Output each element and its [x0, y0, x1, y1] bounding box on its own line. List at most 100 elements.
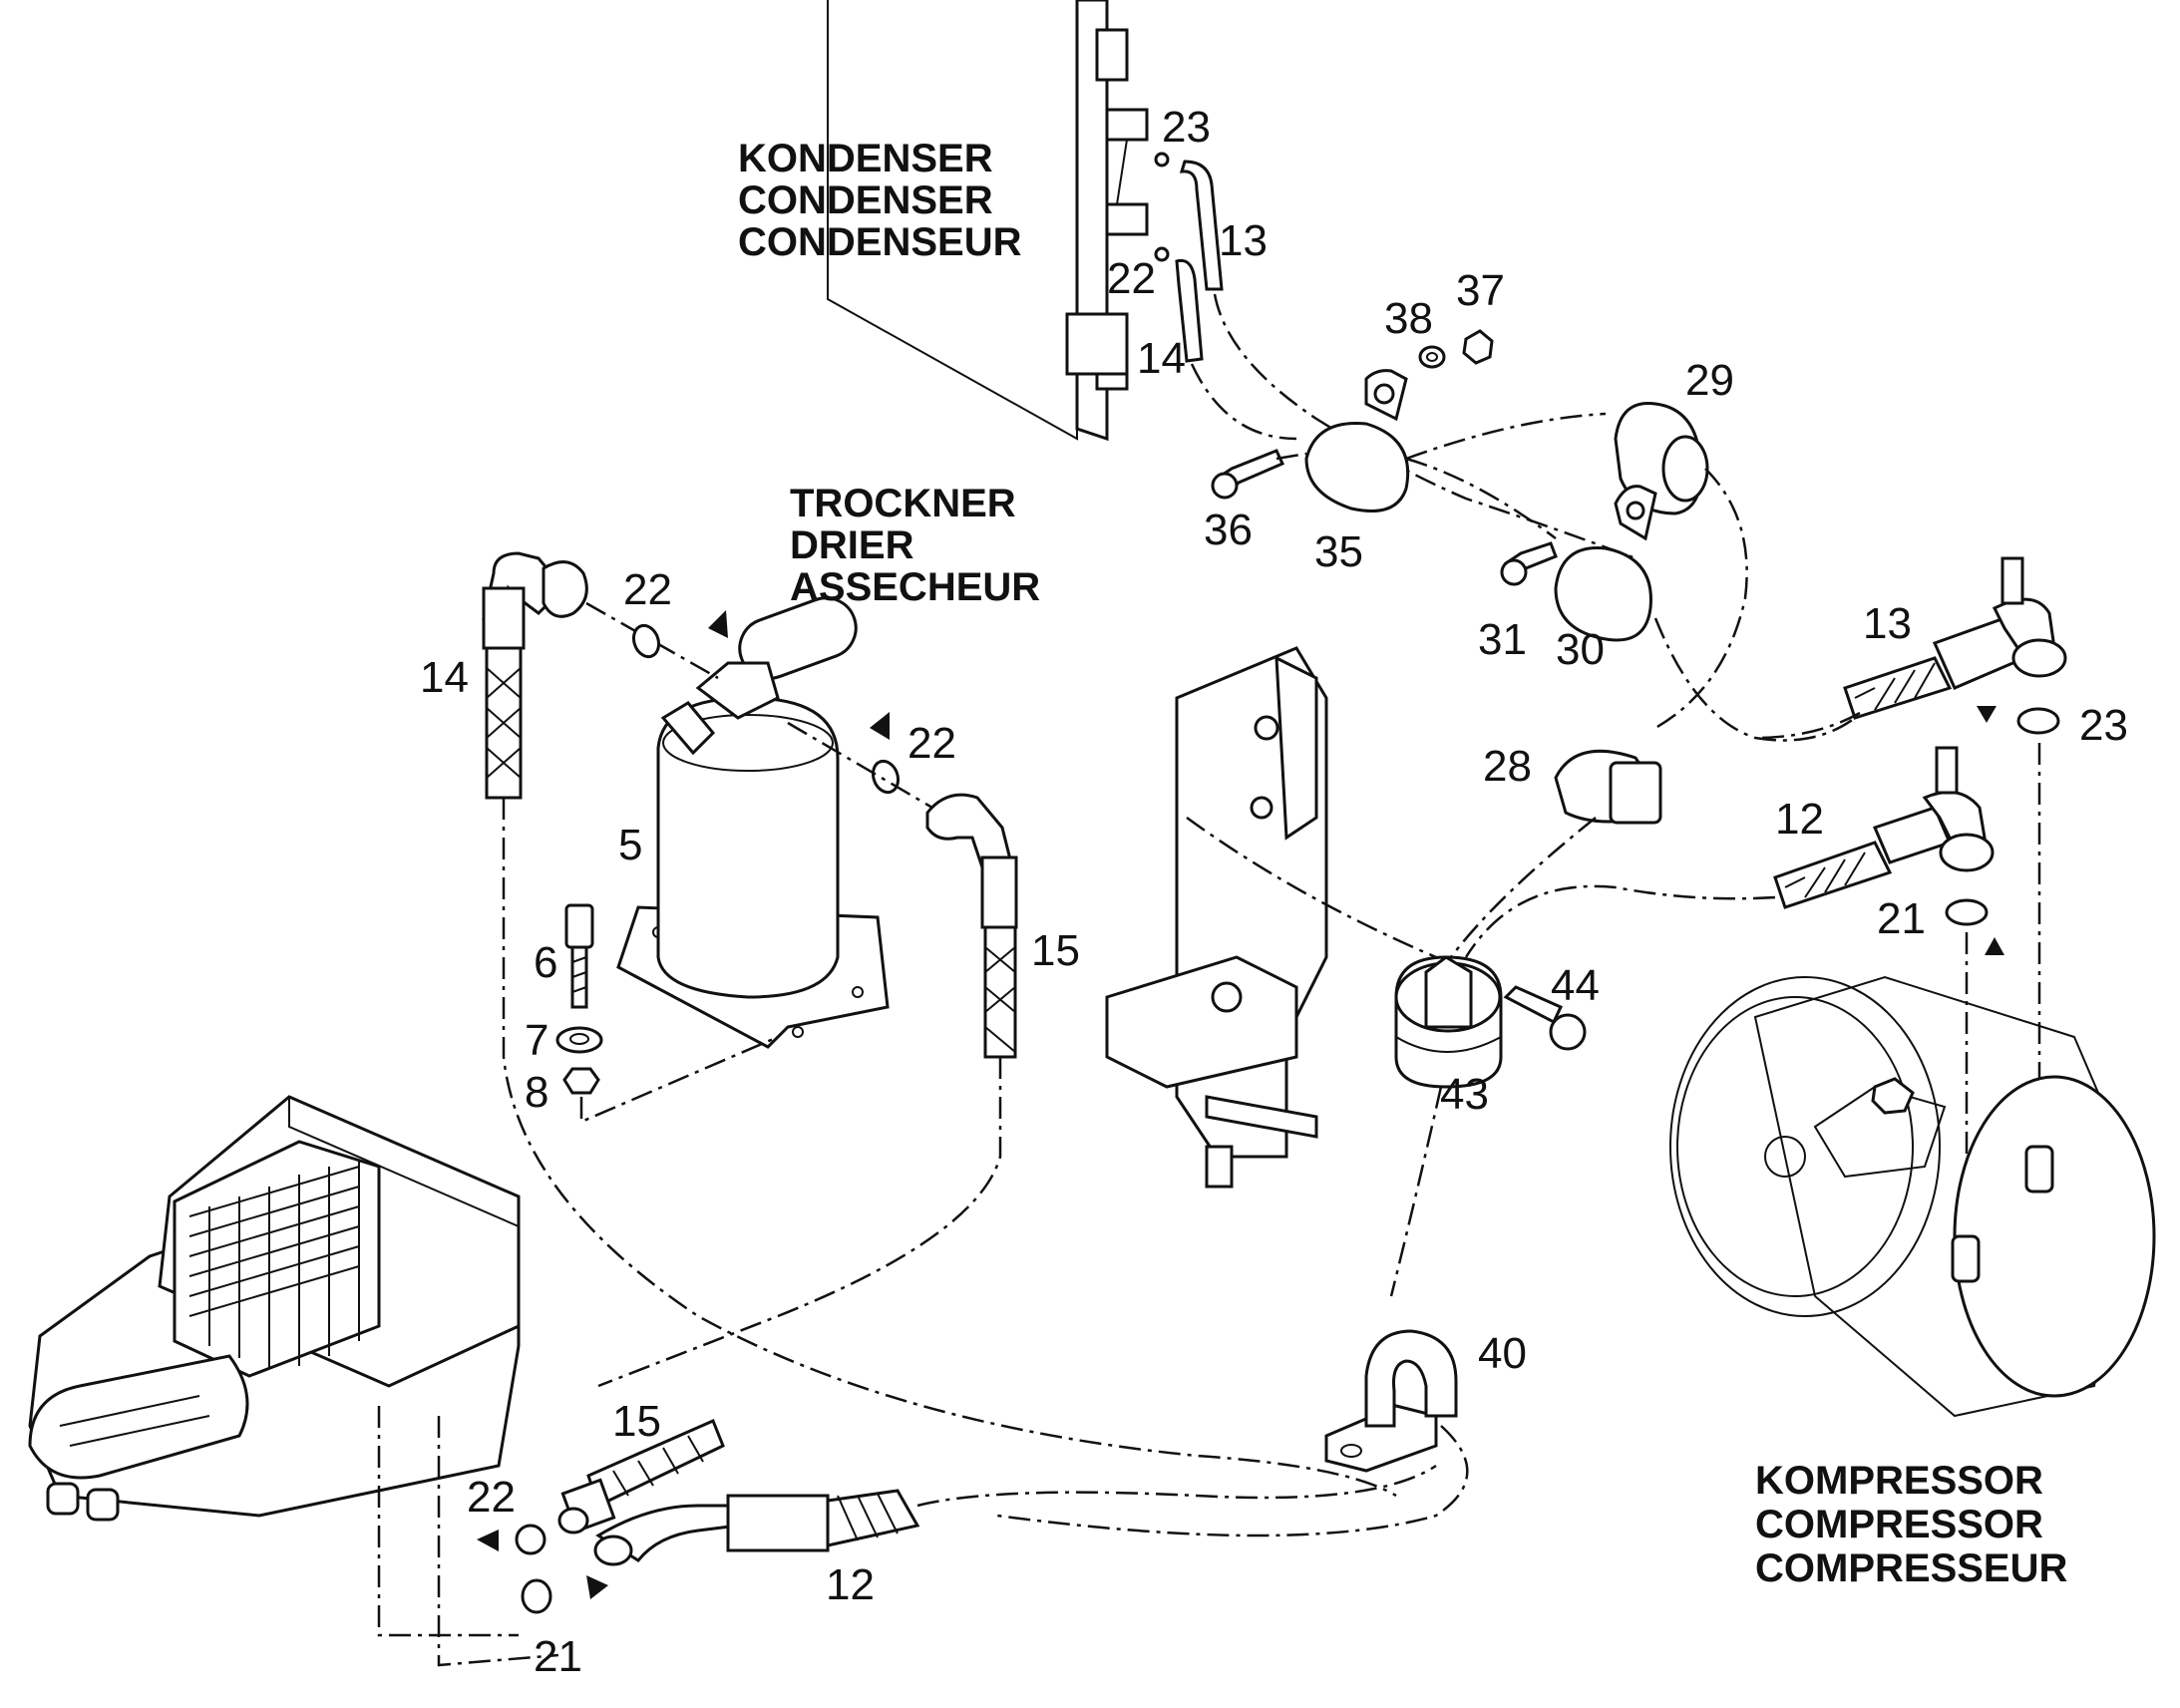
arrow-21-evap — [586, 1575, 608, 1599]
leader-15 — [597, 1057, 1002, 1388]
grommet-43 — [1394, 955, 1503, 1089]
label-29: 29 — [1685, 356, 1734, 405]
label-22-drier-b: 22 — [908, 719, 956, 768]
oring-22-drier-b — [871, 759, 901, 795]
nut-37 — [1462, 329, 1494, 365]
arrow-drier-b — [870, 712, 890, 740]
label-23-comp: 23 — [2079, 701, 2128, 750]
label-12-evap: 12 — [826, 1560, 875, 1609]
label-43: 43 — [1440, 1070, 1489, 1119]
bolt-44 — [1503, 985, 1587, 1051]
oring-22-drier-a — [631, 623, 661, 659]
leader-40 — [996, 1425, 1469, 1537]
clamp-35 — [1304, 369, 1410, 512]
label-40: 40 — [1478, 1329, 1527, 1378]
bolt-6 — [564, 903, 594, 1009]
compressor-title-fr: COMPRESSEUR — [1755, 1546, 2067, 1590]
hose-15-drier — [925, 793, 1018, 1059]
leader-12 — [1464, 884, 1776, 958]
condenser-title-de: KONDENSER — [738, 137, 993, 180]
label-15-evap: 15 — [612, 1397, 661, 1446]
label-15-drier: 15 — [1031, 926, 1080, 975]
compressor-title-en: COMPRESSOR — [1755, 1503, 2043, 1546]
leader-35 — [1405, 457, 1557, 540]
hose-14-upper — [1175, 258, 1204, 363]
leader-28 — [1450, 817, 1597, 958]
leader-22-drier-b — [787, 721, 933, 810]
leader-30 — [1653, 617, 1856, 742]
label-5: 5 — [618, 821, 642, 869]
label-7: 7 — [525, 1016, 548, 1065]
hose-13-upper — [1179, 160, 1224, 291]
washer-7 — [555, 1026, 603, 1054]
label-38: 38 — [1384, 294, 1433, 343]
hose-15-evaporator — [557, 1419, 725, 1535]
condenser-title-en: CONDENSER — [738, 178, 993, 222]
leader-35b — [1405, 412, 1607, 461]
leader-29 — [1654, 468, 1748, 730]
leader-36 — [1275, 452, 1307, 461]
hose-14-drier — [482, 551, 588, 800]
nut-8 — [562, 1067, 600, 1095]
label-22-drier-a: 22 — [623, 565, 672, 614]
label-44: 44 — [1551, 961, 1600, 1010]
label-23-top: 23 — [1162, 103, 1211, 152]
leader-13b — [1754, 711, 1861, 740]
drier-title: TROCKNER DRIER ASSECHEUR — [790, 482, 1040, 609]
leader-6-8 — [579, 1035, 779, 1124]
leader-bracket — [1186, 816, 1437, 959]
drier-title-en: DRIER — [790, 523, 914, 567]
clamp-40 — [1324, 1329, 1458, 1473]
condenser-title: KONDENSER CONDENSER CONDENSEUR — [738, 137, 1022, 264]
compressor-unit — [1669, 975, 2156, 1418]
hose-12-evaporator — [593, 1489, 920, 1566]
condenser-title-fr: CONDENSEUR — [738, 220, 1022, 264]
part-number-labels: 23 13 22 14 38 37 29 36 35 31 30 14 22 2… — [420, 103, 2128, 1681]
leader-14-drier — [502, 798, 1397, 1498]
leader-43 — [1389, 1086, 1443, 1297]
clamp-28 — [1554, 749, 1662, 825]
clamp-30 — [1554, 485, 1657, 642]
bolt-31 — [1500, 541, 1558, 586]
drier-title-fr: ASSECHEUR — [790, 565, 1040, 609]
label-8: 8 — [525, 1068, 548, 1117]
compressor-title: KOMPRESSOR COMPRESSOR COMPRESSEUR — [1755, 1459, 2067, 1590]
oring-21-evaporator — [521, 1578, 552, 1614]
label-37: 37 — [1456, 266, 1505, 315]
label-13-comp: 13 — [1863, 599, 1912, 648]
label-22-evap: 22 — [467, 1473, 516, 1522]
label-14-top: 14 — [1137, 334, 1186, 383]
label-21-comp: 21 — [1877, 894, 1926, 943]
hose-13-compressor — [1843, 556, 2067, 720]
label-14-drier: 14 — [420, 653, 469, 702]
oring-22-evaporator — [515, 1524, 546, 1555]
arrow-23 — [1977, 706, 1997, 723]
leader-12-evap — [916, 1464, 1437, 1508]
oring-23-compressor — [2016, 707, 2060, 735]
leader-22-drier — [585, 601, 719, 680]
label-36: 36 — [1204, 506, 1253, 554]
arrow-22-evap — [477, 1530, 499, 1551]
label-28: 28 — [1483, 742, 1532, 791]
label-31: 31 — [1478, 615, 1527, 664]
hose-12-compressor — [1773, 746, 1995, 909]
mounting-bracket — [1105, 646, 1328, 1189]
label-22-top: 22 — [1107, 254, 1156, 303]
label-12-comp: 12 — [1775, 795, 1824, 844]
leader-evap-a — [377, 1406, 519, 1637]
label-21-evap: 21 — [534, 1632, 582, 1681]
drier-unit — [616, 596, 890, 1049]
condenser-unit — [827, 0, 1170, 442]
label-13-top: 13 — [1219, 216, 1268, 265]
arrow-21 — [1985, 937, 2004, 955]
drier-title-de: TROCKNER — [790, 482, 1016, 525]
label-6: 6 — [534, 938, 557, 987]
leader-14 — [1190, 363, 1297, 441]
compressor-title-de: KOMPRESSOR — [1755, 1459, 2043, 1503]
washer-38 — [1418, 345, 1446, 369]
leader-evap-b — [437, 1416, 559, 1667]
arrow-drier-a — [708, 610, 728, 638]
oring-21-compressor — [1945, 898, 1989, 926]
bolt-36 — [1211, 449, 1285, 500]
